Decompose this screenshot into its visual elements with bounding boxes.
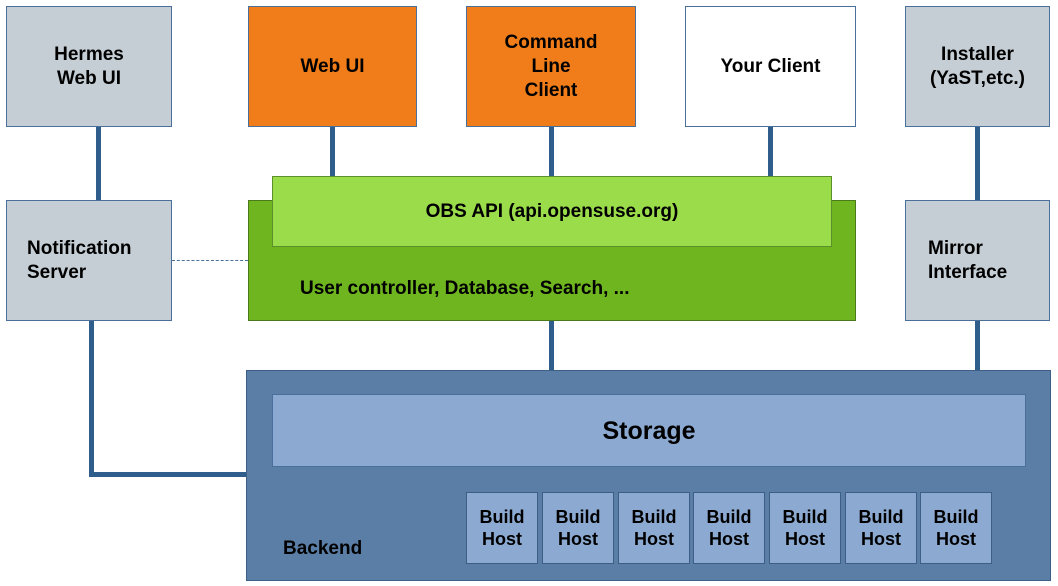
- connector-notification-backend: [89, 472, 246, 477]
- installer-box: Installer (YaST,etc.): [905, 6, 1050, 127]
- notification-server-box: Notification Server: [6, 200, 172, 321]
- backend-label: Backend: [283, 538, 363, 559]
- build-host-box: Build Host: [693, 492, 765, 564]
- build-host-box: Build Host: [542, 492, 614, 564]
- obs-api-box: OBS API (api.opensuse.org): [272, 176, 832, 247]
- connector-installer-mirror: [975, 127, 980, 200]
- connector-mirror-backend: [975, 321, 980, 370]
- command-line-client-box: Command Line Client: [466, 6, 636, 127]
- connector-notification-down: [89, 321, 94, 477]
- connector-cli-api: [549, 127, 554, 176]
- your-client-box: Your Client: [685, 6, 856, 127]
- mirror-interface-box: Mirror Interface: [905, 200, 1050, 321]
- connector-webui-api: [330, 127, 335, 176]
- api-internals-label: User controller, Database, Search, ...: [300, 278, 630, 299]
- connector-hermes-notification: [96, 127, 101, 200]
- build-host-box: Build Host: [769, 492, 841, 564]
- build-host-box: Build Host: [466, 492, 538, 564]
- hermes-web-ui-box: Hermes Web UI: [6, 6, 172, 127]
- build-host-box: Build Host: [920, 492, 992, 564]
- connector-api-backend: [549, 321, 554, 370]
- connector-yourclient-api: [768, 127, 773, 176]
- storage-box: Storage: [272, 394, 1026, 467]
- web-ui-box: Web UI: [248, 6, 417, 127]
- dashed-connector-notification-api: [172, 260, 248, 261]
- build-host-box: Build Host: [618, 492, 690, 564]
- build-host-box: Build Host: [845, 492, 917, 564]
